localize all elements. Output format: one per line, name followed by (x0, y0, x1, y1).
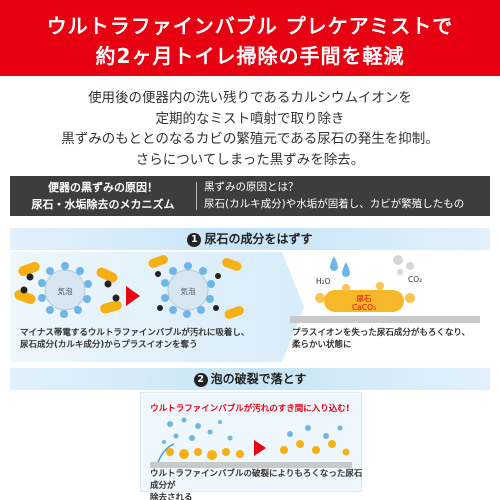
spray-curve (157, 443, 175, 463)
stone-particles (166, 448, 244, 460)
step2-illustration (150, 417, 352, 468)
hero-title-line2: 約2ヶ月トイレ掃除の手間を軽減 (95, 44, 405, 68)
burst-group (280, 425, 350, 456)
step2-caption: ウルトラファインバブルの破裂によりもろくなった尿石成分が 除去される (150, 468, 365, 500)
co2-bubbles-icon (393, 255, 414, 275)
bubble-icon: 気泡 (148, 255, 244, 319)
step2-caption-line1: ウルトラファインバブルの破裂によりもろくなった尿石成分が (150, 469, 363, 491)
arrow-right-icon (254, 440, 266, 456)
step1-result-caption-line2: 柔らかい状態に (292, 340, 352, 350)
stone-particles (14, 261, 122, 314)
step2-number-badge: 2 (193, 373, 208, 387)
step1-number-badge: 1 (187, 233, 202, 247)
step1-result-caption: プラスイオンを失った尿石成分がもろくなり、 柔らかい状態に (292, 327, 482, 351)
bubbles-group (162, 417, 233, 444)
intro-line: 使用後の便器内の洗い残りであるカルシウムイオンを (88, 90, 412, 106)
intro-line: さらについてしまった黒ずみを除去。 (135, 151, 365, 168)
step1-caption-line2: 尿石成分(カルキ成分)からプラスイオンを奪う (20, 340, 198, 350)
mechanism-band: 便器の黒ずみの原因！ 尿石・水垢除去のメカニズム 黒ずみの原因とは？ 尿石(カル… (10, 176, 490, 216)
arrow-right-icon (126, 286, 140, 306)
hero-banner: ウルトラファインバブル プレケアミストで 約2ヶ月トイレ掃除の手間を軽減 (0, 0, 500, 76)
mechanism-heading-line2: 尿石・水垢除去のメカニズム (31, 198, 175, 211)
mechanism-heading: 便器の黒ずみの原因！ 尿石・水垢除去のメカニズム (10, 176, 196, 216)
stone-cluster (315, 282, 415, 312)
cause-question: 黒ずみの原因とは？ (204, 181, 299, 193)
bubble-label: 気泡 (58, 286, 73, 296)
caco3-label: CaCO₃ (352, 303, 376, 312)
bubble-label: 気泡 (181, 286, 196, 296)
h2o-label: H₂O (316, 277, 331, 286)
step2-title: 泡の破裂で落とす (210, 372, 307, 386)
hero-title-line1: ウルトラファインバブル プレケアミストで (46, 14, 454, 38)
surface-bar (290, 316, 480, 323)
cause-answer: 尿石(カルキ成分)や水垢が固着し、カビが繁殖したもの (204, 198, 465, 210)
intro-line: 黒ずみのもととのなるカビの繁殖元である尿石の発生を抑制。 (61, 131, 439, 147)
step2-caption-line2: 除去される (150, 493, 193, 500)
surface-bar (150, 462, 352, 468)
intro-line: 定期的なミスト噴射で取り除き (155, 110, 345, 127)
step2-note: ウルトラファインバブルが汚れのすき間に入り込む! (150, 404, 350, 414)
intro-text: 使用後の便器内の洗い残りであるカルシウムイオンを 定期的なミスト噴射で取り除き … (0, 88, 500, 170)
mechanism-heading-line1: 便器の黒ずみの原因！ (48, 181, 158, 194)
co2-label: CO₂ (408, 275, 422, 284)
step2-panel (140, 392, 362, 492)
step1-result-caption-line1: プラスイオンを失った尿石成分がもろくなり、 (292, 328, 470, 338)
water-drops-icon (330, 256, 350, 277)
bubble-icon: 気泡 (38, 262, 92, 318)
stone-label: 尿石 (357, 294, 372, 303)
step1-illustration: 気泡 気泡 H₂O CO₂ (14, 255, 480, 323)
step1-caption: マイナス帯電するウルトラファインバブルが汚れに吸着し、 尿石成分(カルキ成分)か… (20, 327, 280, 351)
cause-description: 黒ずみの原因とは？ 尿石(カルキ成分)や水垢が固着し、カビが繁殖したもの (204, 176, 490, 216)
step1-title: 尿石の成分をはずす (204, 232, 313, 246)
step1-caption-line1: マイナス帯電するウルトラファインバブルが汚れに吸着し、 (20, 328, 250, 338)
mechanism-divider (196, 182, 197, 210)
